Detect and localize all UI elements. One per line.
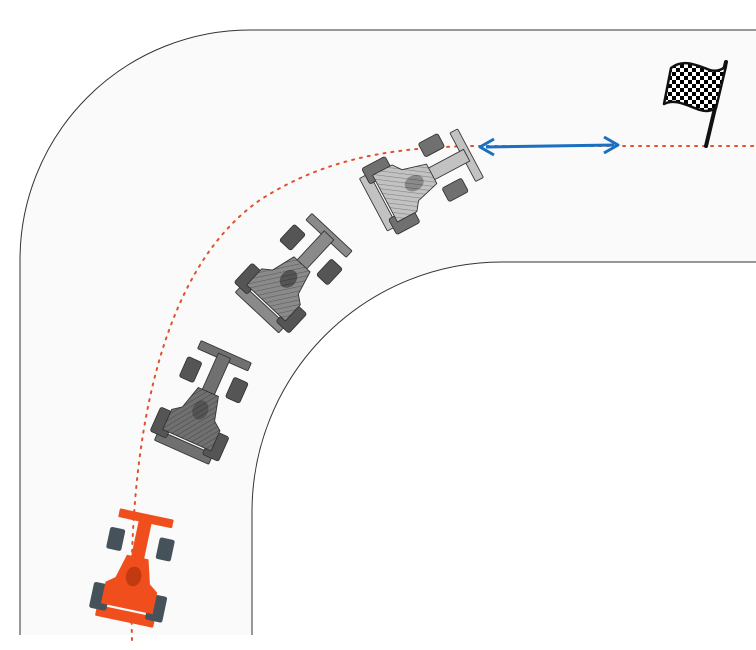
- track-outer-edge: [19, 29, 756, 635]
- cockpit: [125, 566, 142, 587]
- tire: [225, 377, 249, 404]
- gap-arrow: [478, 135, 620, 157]
- checkered-flag-icon: [662, 60, 728, 148]
- tire: [316, 259, 343, 285]
- sketch-shading: [372, 164, 437, 222]
- ghost-car: [359, 128, 484, 235]
- rear-wing: [359, 173, 398, 232]
- track-surface: [20, 30, 756, 635]
- tire: [106, 526, 126, 551]
- sketch-shading: [246, 256, 311, 321]
- tire: [179, 356, 202, 383]
- rear-wing: [154, 430, 214, 465]
- ghost-car: [234, 213, 353, 333]
- tire: [279, 224, 306, 251]
- racing-line: [130, 145, 756, 641]
- nose: [130, 516, 153, 563]
- tire: [442, 178, 469, 202]
- track-inner-edge: [251, 261, 756, 635]
- race-car-icon: [89, 508, 175, 628]
- rear-wing: [95, 604, 156, 628]
- sketch-shading: [162, 387, 220, 451]
- tire: [155, 537, 175, 562]
- ghost-car: [150, 340, 252, 465]
- rear-wing: [235, 284, 287, 333]
- tire: [418, 133, 445, 157]
